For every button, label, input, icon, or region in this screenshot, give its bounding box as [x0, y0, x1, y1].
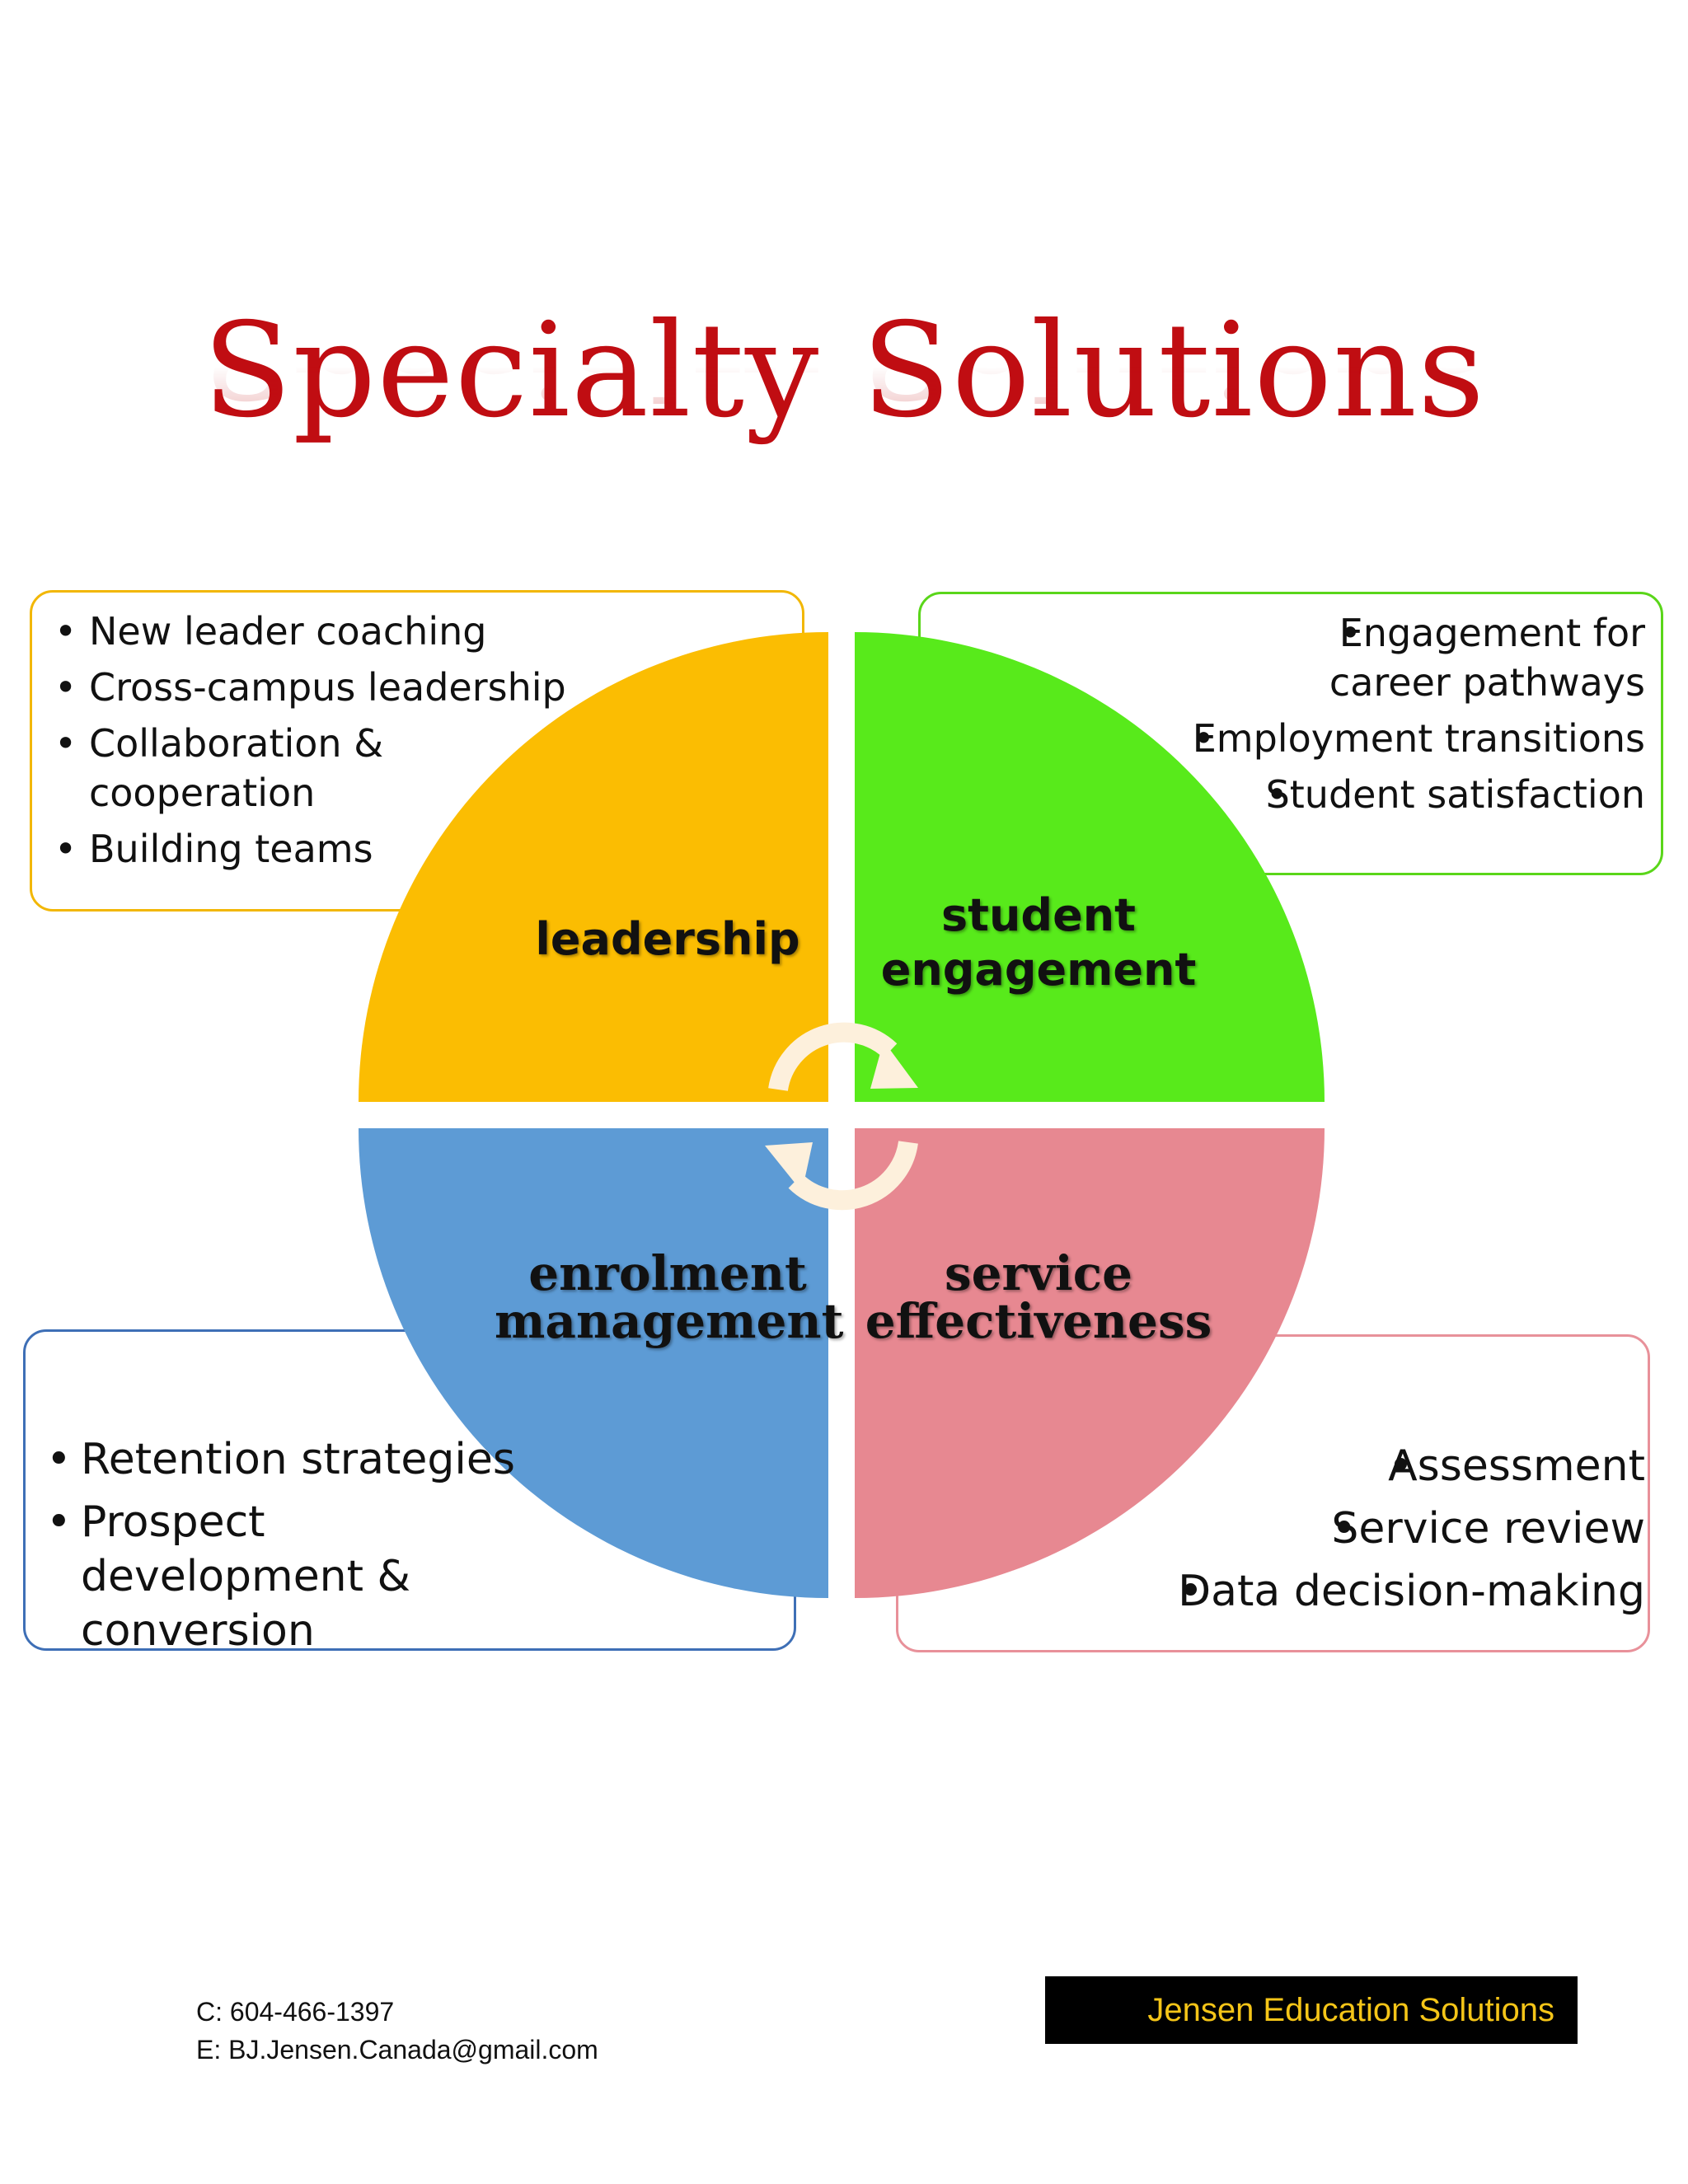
bullet-icon: •	[46, 1497, 72, 1547]
list-item: • Cross-campus leadership	[53, 663, 795, 712]
service-effectiveness-quadrant	[855, 1128, 1325, 1598]
service-effectiveness-label: service effectiveness	[857, 1249, 1220, 1345]
enrolment-management-label-line1: enrolment	[528, 1245, 807, 1301]
list-item: •Assessment	[903, 1439, 1645, 1493]
student-engagement-label-line2: engagement	[880, 944, 1197, 996]
title-block: Specialty Solutions Specialty Solutions	[0, 297, 1688, 511]
list-item-text: Collaboration & cooperation	[89, 721, 384, 815]
contact-info: C: 604-466-1397 E: BJ.Jensen.Canada@gmai…	[196, 1993, 598, 2069]
list-item-text: Building teams	[89, 827, 373, 871]
list-item-text: Cross-campus leadership	[89, 665, 566, 710]
bullet-icon: •	[54, 721, 77, 766]
list-item: •Employment transitions	[936, 714, 1645, 763]
list-item: • Collaboration & cooperation	[53, 719, 435, 818]
list-item-text: New leader coaching	[89, 609, 487, 654]
list-item: •Student satisfaction	[936, 770, 1645, 819]
list-item-text: Engagement for career pathways	[1329, 611, 1645, 705]
contact-email: E: BJ.Jensen.Canada@gmail.com	[196, 2035, 598, 2064]
list-item-text: Student satisfaction	[1265, 772, 1645, 817]
contact-phone: C: 604-466-1397	[196, 1997, 395, 2027]
list-item: •Retention strategies	[45, 1432, 786, 1487]
list-item: •Prospect development & conversion	[45, 1495, 542, 1658]
student-engagement-label-line1: student	[941, 889, 1136, 941]
leadership-label: leadership	[511, 913, 824, 966]
list-item: •Engagement for career pathways	[936, 608, 1645, 707]
list-item: •Data decision-making	[903, 1564, 1645, 1619]
enrolment-management-label-line2: management	[495, 1293, 844, 1349]
leadership-label-text: leadership	[535, 913, 800, 965]
service-effectiveness-label-line2: effectiveness	[865, 1293, 1212, 1349]
bullet-icon: •	[1178, 1567, 1203, 1616]
student-engagement-quadrant	[855, 632, 1325, 1102]
enrolment-management-quadrant	[359, 1128, 828, 1598]
list-item: •Service review	[903, 1502, 1645, 1556]
enrolment-management-list: •Retention strategies •Prospect developm…	[45, 1432, 786, 1666]
list-item: • Building teams	[53, 824, 795, 874]
page-title: Specialty Solutions	[202, 295, 1486, 447]
bullet-icon: •	[54, 827, 77, 871]
student-engagement-label: student engagement	[857, 888, 1220, 997]
bullet-icon: •	[1388, 1441, 1414, 1491]
list-item: • New leader coaching	[53, 607, 795, 656]
leadership-quadrant	[359, 632, 828, 1102]
brand-banner: Jensen Education Solutions	[1045, 1976, 1578, 2044]
list-item-text: Data decision-making	[1178, 1567, 1645, 1616]
cycle-arrow-top-icon	[768, 1022, 918, 1092]
list-item-text: Service review	[1331, 1504, 1645, 1554]
bullet-icon: •	[46, 1435, 72, 1484]
student-engagement-list: •Engagement for career pathways •Employm…	[936, 608, 1645, 826]
leadership-list: • New leader coaching • Cross-campus leade…	[53, 607, 795, 880]
bullet-icon: •	[1265, 772, 1288, 817]
bullet-icon: •	[1192, 716, 1215, 761]
service-effectiveness-list: •Assessment •Service review •Data decisi…	[903, 1439, 1645, 1627]
bullet-icon: •	[54, 609, 77, 654]
bullet-icon: •	[54, 665, 77, 710]
service-effectiveness-label-line1: service	[944, 1245, 1133, 1301]
cycle-arrow-bottom-icon	[765, 1141, 918, 1211]
list-item-text: Prospect development & conversion	[81, 1497, 411, 1656]
list-item-text: Retention strategies	[81, 1435, 515, 1484]
list-item-text: Employment transitions	[1192, 716, 1645, 761]
list-item-text: Assessment	[1388, 1441, 1645, 1491]
enrolment-management-label: enrolment management	[495, 1245, 844, 1349]
bullet-icon: •	[1339, 611, 1362, 655]
bullet-icon: •	[1331, 1504, 1357, 1554]
